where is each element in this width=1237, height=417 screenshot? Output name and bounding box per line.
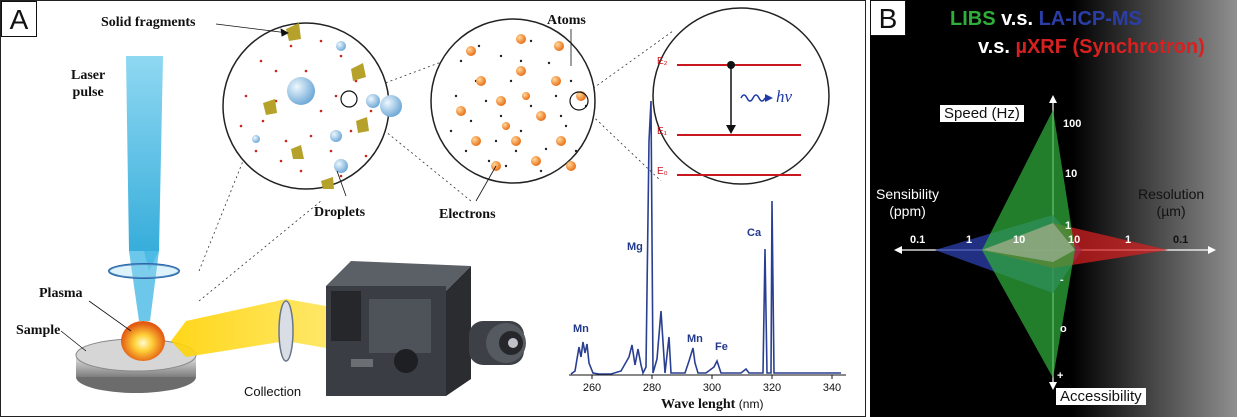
- zoom-circle-energy-levels: [652, 7, 830, 185]
- axis-label-speed: Speed (Hz): [940, 105, 1024, 122]
- accessibility-tick-minus: -: [1060, 274, 1064, 286]
- sensibility-tick-1: 1: [966, 234, 973, 246]
- radar-title-line1: LIBS v.s. LA-ICP-MS: [950, 8, 1142, 31]
- resolution-tick-0-1: 0.1: [1173, 234, 1189, 246]
- axis-label-accessibility: Accessibility: [1056, 388, 1146, 405]
- radar-overlap: [982, 223, 1075, 262]
- accessibility-tick-plus: +: [1057, 370, 1064, 382]
- title-libs: LIBS: [950, 8, 996, 30]
- label-atoms: Atoms: [547, 13, 586, 28]
- peak-label-mn-2: Mn: [687, 333, 703, 345]
- title-la-icp-ms: LA-ICP-MS: [1038, 8, 1142, 30]
- peak-label-mn-1: Mn: [573, 323, 589, 335]
- collection-lens: [278, 300, 294, 362]
- spectrum-x-unit: (nm): [738, 397, 764, 411]
- zoom-circle-atoms: [430, 18, 596, 184]
- radar-chart: [870, 0, 1237, 417]
- axis-label-sensibility: Sensibility (ppm): [876, 186, 940, 219]
- label-laser-pulse: Laser pulse: [71, 68, 106, 100]
- x-tick-260: 260: [582, 382, 602, 394]
- energy-level-e1: E₁: [657, 126, 668, 137]
- laser-beam: [108, 56, 180, 321]
- resolution-tick-1: 1: [1125, 234, 1132, 246]
- axis-label-resolution: Resolution (µm): [1138, 186, 1205, 219]
- spectrum-line: [570, 100, 841, 376]
- accessibility-tick-o: o: [1060, 323, 1067, 335]
- speed-tick-10: 10: [1065, 168, 1078, 180]
- speed-tick-100: 100: [1063, 118, 1082, 130]
- label-plasma: Plasma: [39, 286, 83, 301]
- zoom-circle-fragments: [222, 22, 402, 190]
- energy-level-e0: E₀: [657, 166, 668, 177]
- sensibility-tick-10: 10: [1013, 234, 1026, 246]
- radar-libs: [982, 110, 1075, 378]
- x-tick-340: 340: [822, 382, 842, 394]
- x-tick-280: 280: [642, 382, 662, 394]
- x-tick-320: 320: [762, 382, 782, 394]
- label-collection: Collection: [244, 384, 302, 399]
- label-solid-fragments: Solid fragments: [101, 15, 196, 30]
- spectrum-chart: [569, 100, 846, 379]
- spectrometer: [326, 261, 526, 396]
- label-electrons: Electrons: [439, 207, 496, 222]
- label-pointers: [60, 23, 572, 352]
- spectrum-x-title: Wave lenght (nm): [661, 397, 763, 413]
- radar-title-line2: v.s. µXRF (Synchrotron): [978, 36, 1205, 59]
- speed-tick-1: 1: [1065, 220, 1072, 232]
- peak-label-mg: Mg: [627, 241, 643, 253]
- plasma-glow: [121, 321, 165, 361]
- title-vs-1: v.s.: [1001, 8, 1033, 30]
- photon-label: hν: [776, 87, 793, 106]
- x-tick-300: 300: [702, 382, 722, 394]
- label-sample: Sample: [16, 323, 61, 338]
- panel-b: B LIBS v.s. LA-ICP-MS v.s. µXRF (Synchro…: [870, 0, 1237, 417]
- title-uxrf: µXRF (Synchrotron): [1015, 36, 1205, 58]
- panel-b-letter: B: [870, 0, 906, 36]
- label-droplets: Droplets: [314, 205, 366, 220]
- energy-level-e2: E₂: [657, 56, 668, 67]
- spectrum-x-title-text: Wave lenght: [661, 397, 736, 412]
- peak-label-fe: Fe: [715, 341, 728, 353]
- panel-a: A Solid fragments Atoms Laser pulse Drop…: [0, 0, 866, 417]
- resolution-tick-10: 10: [1068, 234, 1081, 246]
- panel-a-illustration: [60, 7, 846, 396]
- panel-a-letter: A: [1, 1, 37, 37]
- title-vs-2: v.s.: [978, 36, 1010, 58]
- sensibility-tick-0-1: 0.1: [910, 234, 926, 246]
- peak-label-ca: Ca: [747, 227, 762, 239]
